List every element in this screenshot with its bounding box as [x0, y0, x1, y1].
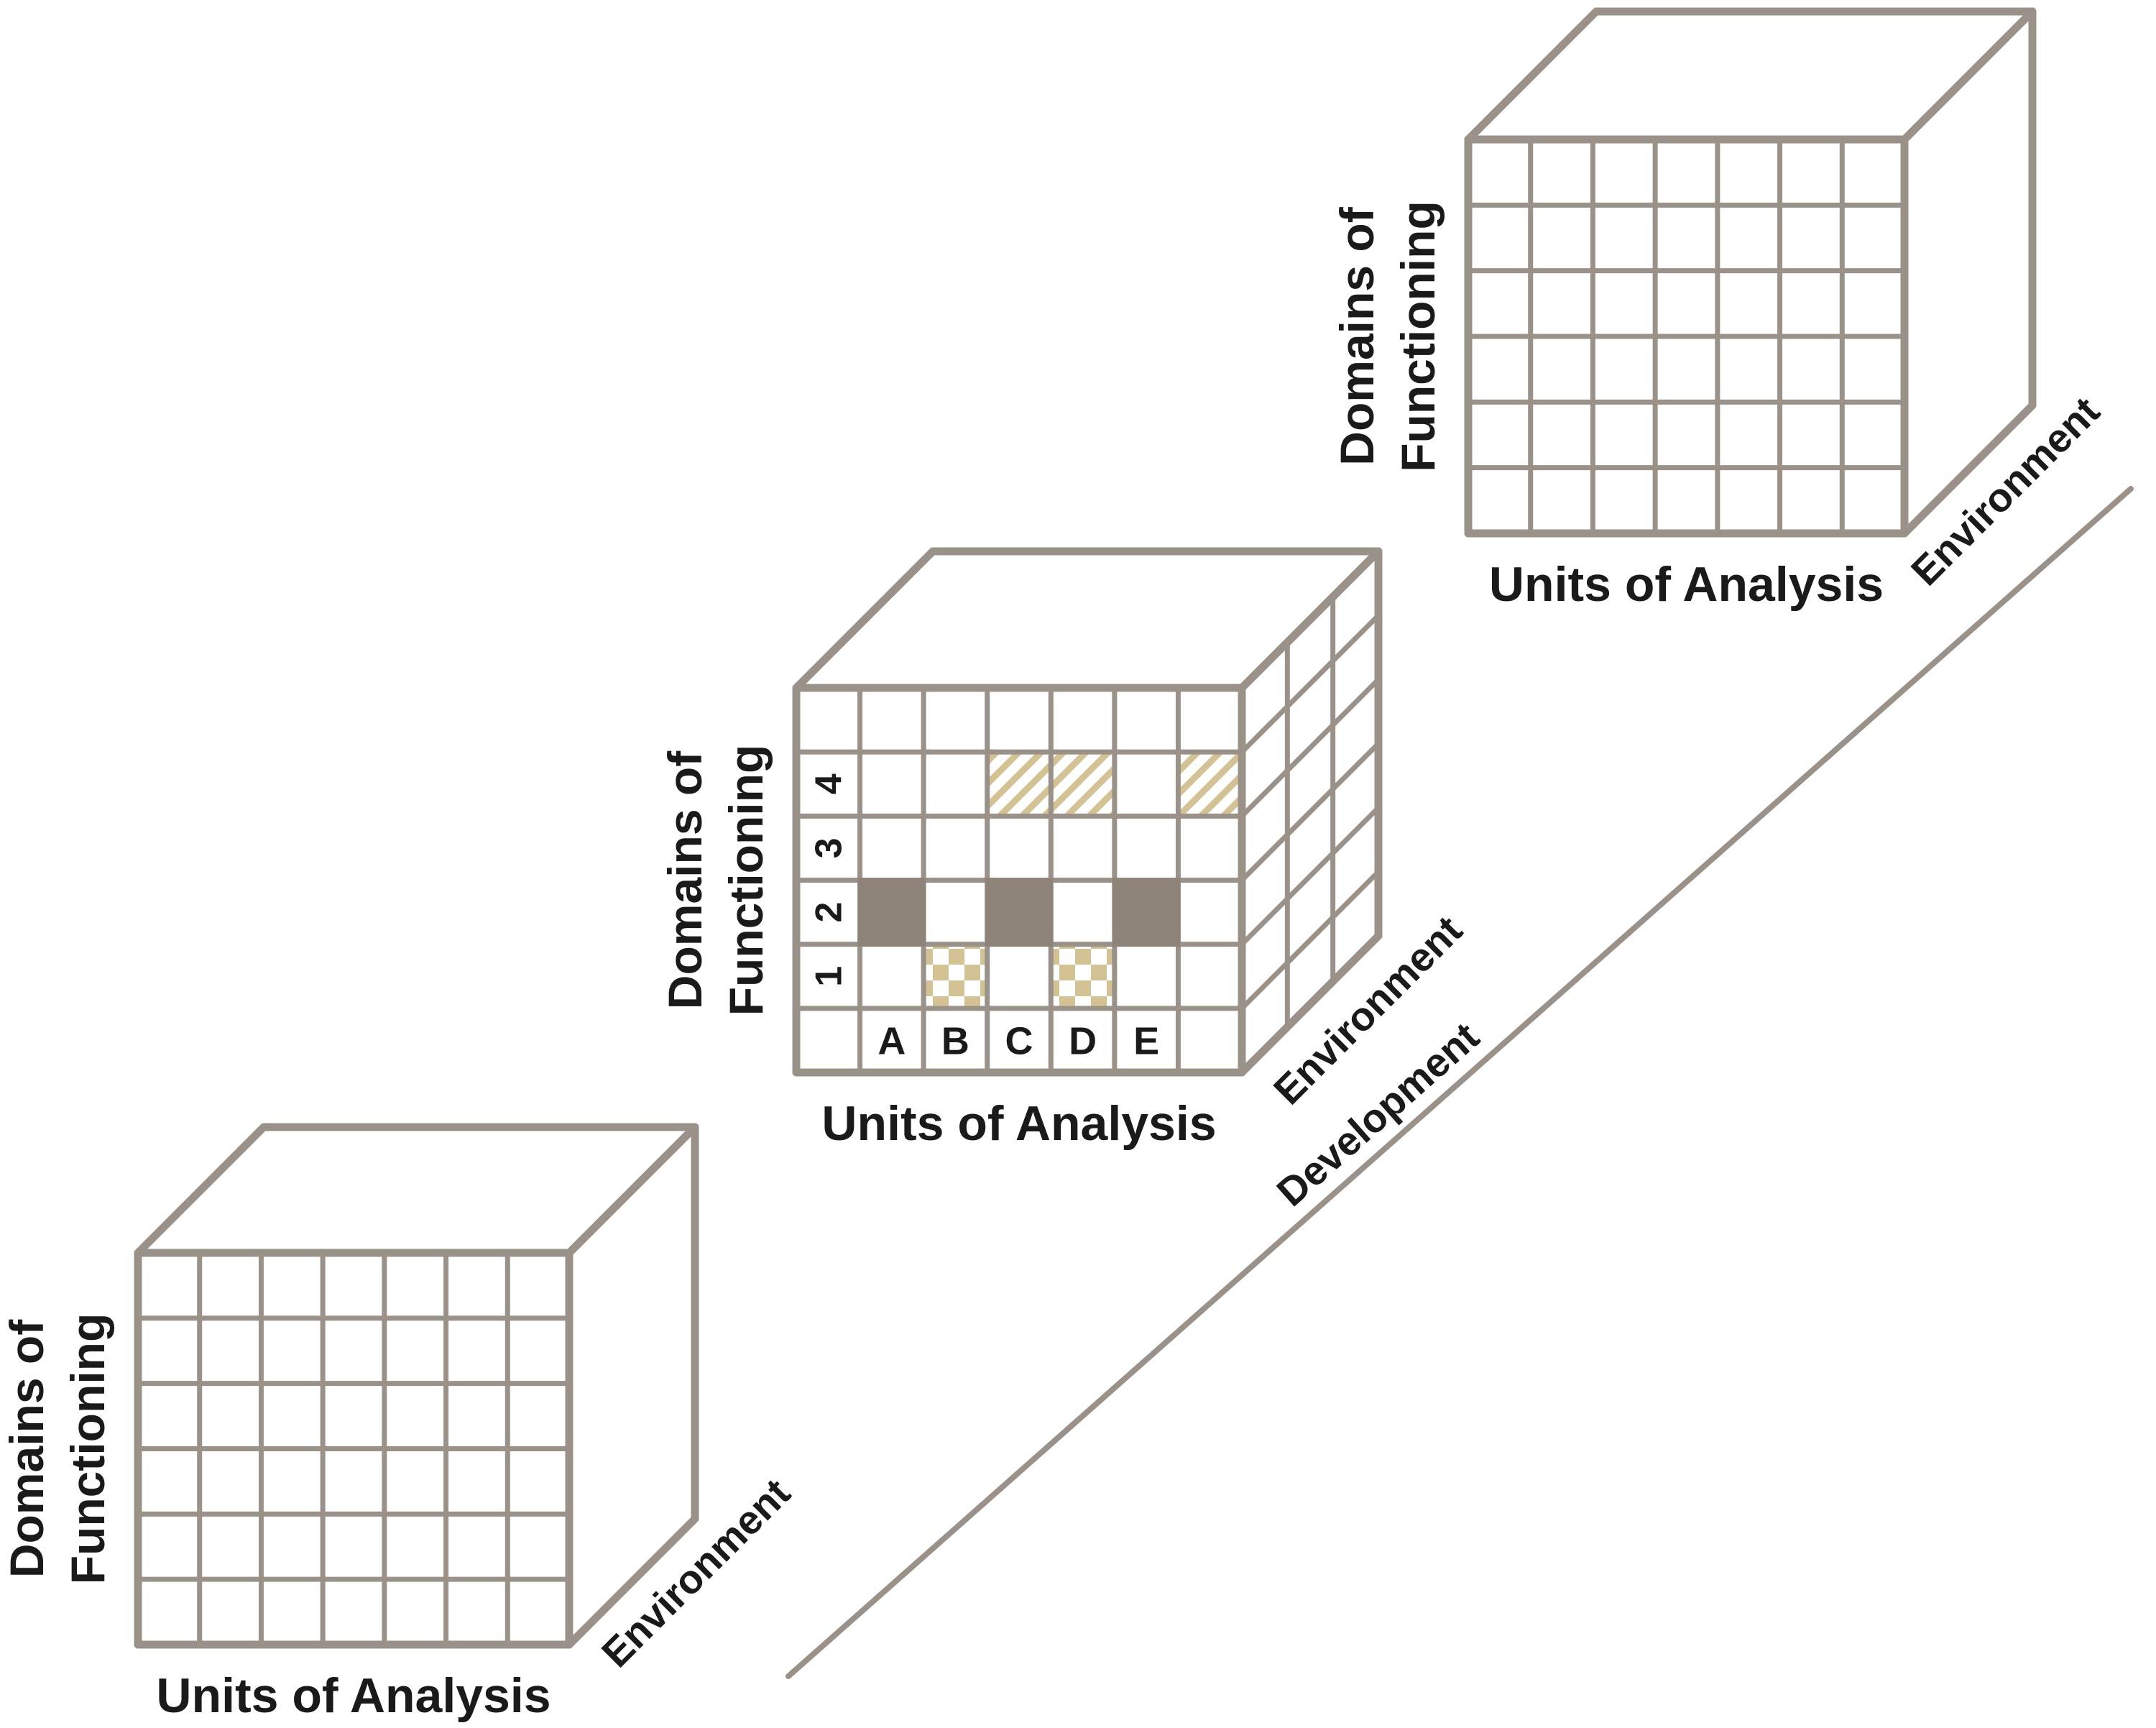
cube-outline — [1464, 7, 2037, 538]
column-label: B — [941, 1019, 969, 1062]
development-axis-line — [786, 486, 2134, 1679]
row-label: 2 — [808, 902, 849, 923]
diagonal-hatch-cell — [987, 752, 1051, 817]
row-label: 4 — [808, 773, 849, 794]
front-grid-lines — [1468, 139, 1904, 533]
cube-outline — [792, 547, 1383, 1077]
units-of-analysis-label: Units of Analysis — [1489, 557, 1884, 612]
cube-top-face — [138, 1127, 695, 1253]
row-label: 3 — [808, 837, 849, 858]
diagonal-hatch-cell — [1178, 752, 1242, 817]
units-of-analysis-label: Units of Analysis — [156, 1668, 550, 1723]
cube-top-face — [1468, 12, 2032, 139]
column-label: E — [1133, 1019, 1159, 1062]
diagonal-hatch-cell — [1051, 752, 1115, 817]
row-label: 1 — [808, 966, 849, 987]
column-label: C — [1005, 1019, 1033, 1062]
front-grid-lines — [138, 1253, 569, 1645]
domains-of-functioning-label-line1: Domains of — [0, 1319, 53, 1578]
cube-outline — [134, 1123, 699, 1649]
solid-gray-cell — [1112, 878, 1181, 947]
side-grid-lines — [1240, 597, 1381, 1027]
solid-gray-cell — [857, 878, 926, 947]
domains-of-functioning-label-line1: Domains of — [658, 750, 711, 1009]
domains-of-functioning-label-line2: Functioning — [719, 745, 773, 1016]
domains-of-functioning-label-line2: Functioning — [1391, 201, 1445, 472]
column-label: D — [1069, 1019, 1097, 1062]
cube-top-face — [796, 551, 1378, 688]
solid-gray-cell — [985, 878, 1054, 947]
column-label: A — [877, 1019, 906, 1062]
cube-side-face — [1904, 12, 2032, 533]
checkerboard-cell — [1051, 944, 1115, 1008]
domains-of-functioning-label-line2: Functioning — [61, 1313, 114, 1585]
checkerboard-cell — [923, 944, 987, 1008]
cube-side-face — [569, 1127, 695, 1645]
units-of-analysis-label: Units of Analysis — [821, 1096, 1216, 1151]
domains-of-functioning-label-line1: Domains of — [1330, 206, 1383, 465]
